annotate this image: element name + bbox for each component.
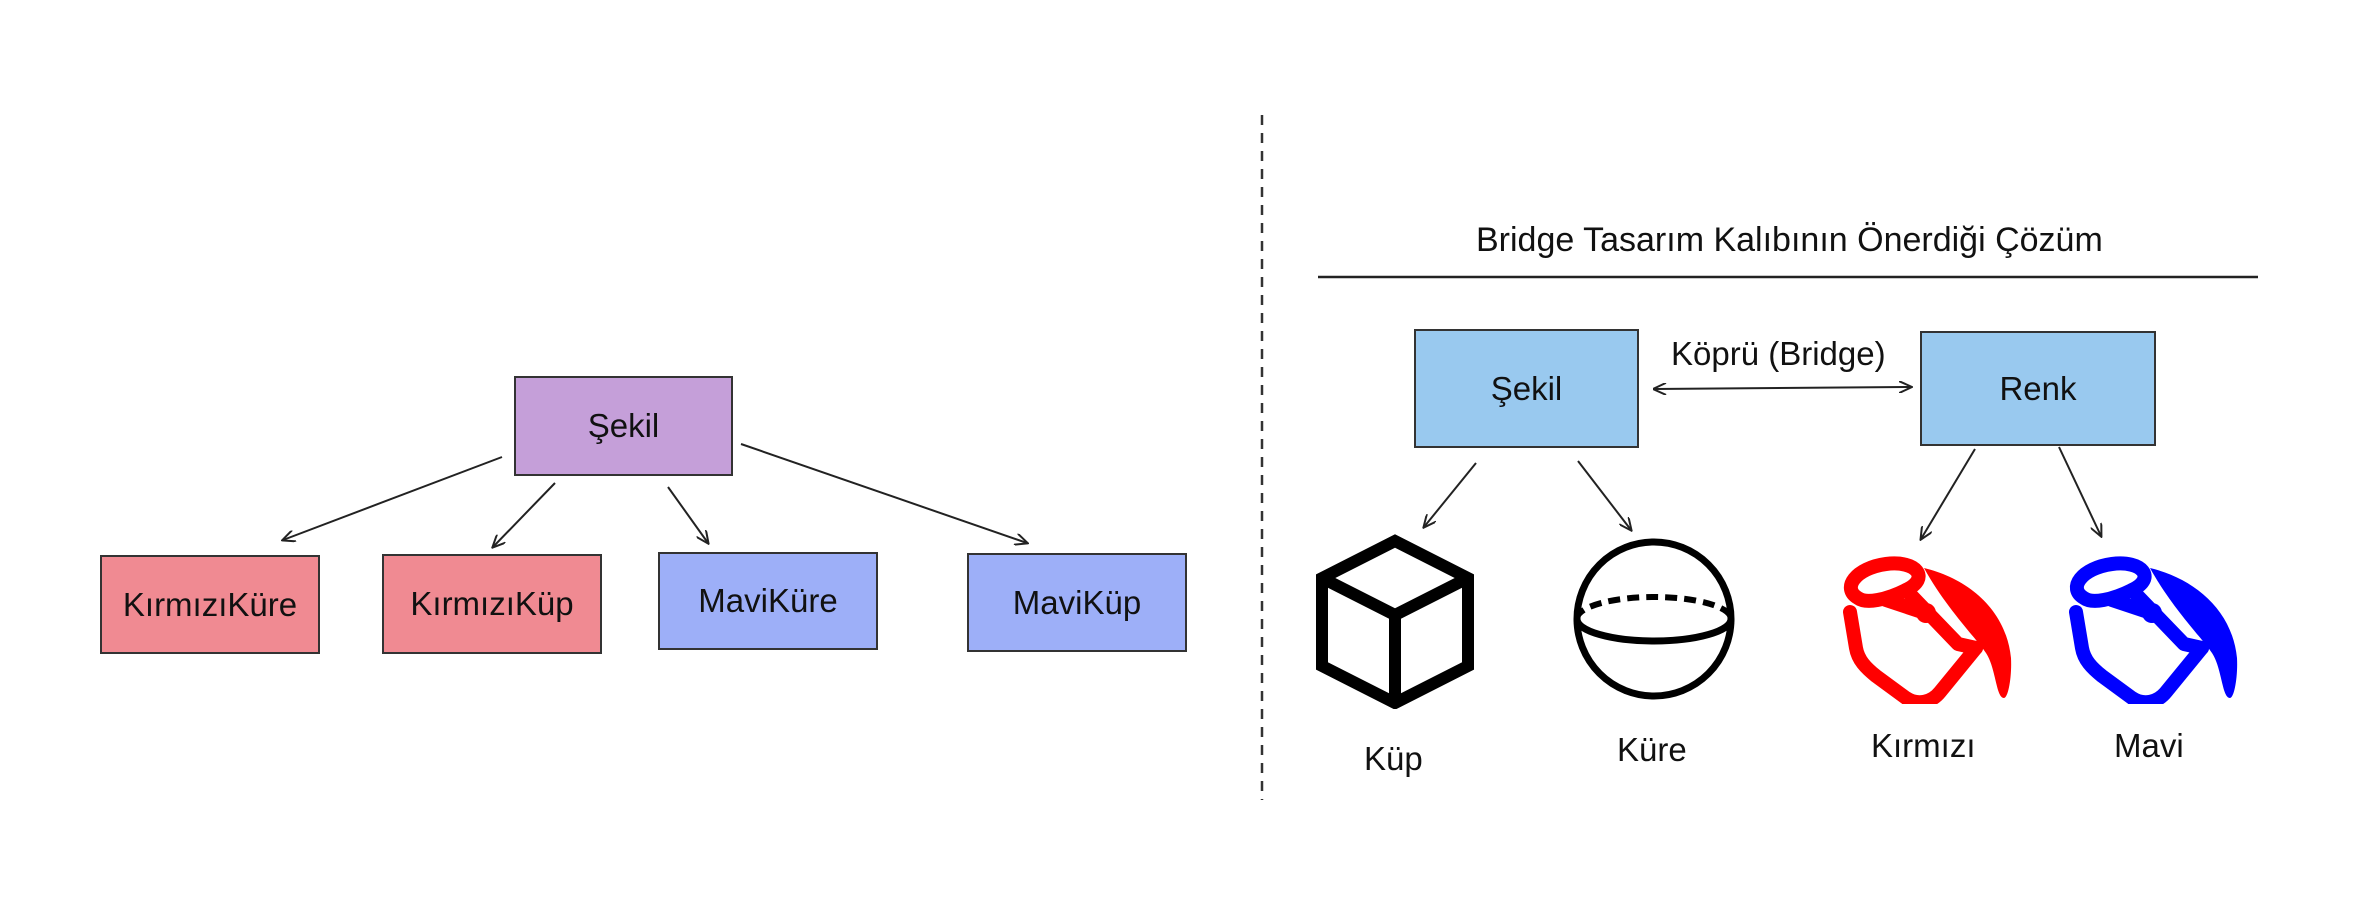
cube-icon — [1316, 534, 1474, 709]
diagram-title: Bridge Tasarım Kalıbının Önerdiği Çözüm — [1476, 221, 2103, 259]
renk-implementor-label: Renk — [1999, 369, 2077, 407]
sekil-abstraction-box: Şekil — [1414, 329, 1639, 448]
kirmizikure-box: KırmızıKüre — [100, 555, 320, 654]
mavikure-label: MaviKüre — [698, 582, 838, 619]
bridge-label: Köprü (Bridge) — [1671, 335, 1886, 372]
mavikup-label: MaviKüp — [1012, 583, 1142, 621]
sekil-root-box: Şekil — [514, 376, 733, 476]
arrow-to-kirmizikure — [283, 456, 503, 540]
paint-bucket-icon-blue — [2069, 556, 2238, 704]
arrow-to-mavikup — [740, 443, 1027, 543]
kup-label: Küp — [1364, 740, 1423, 777]
mavikup-box: MaviKüp — [967, 553, 1187, 652]
sekil-abstraction-label: Şekil — [1490, 369, 1563, 407]
arrow-to-mavi — [2058, 446, 2101, 536]
kirmizikup-box: KırmızıKüp — [382, 554, 602, 654]
arrow-to-kup — [1424, 462, 1477, 527]
kirmizi-label: Kırmızı — [1871, 727, 1976, 764]
sphere-icon — [1573, 538, 1735, 700]
arrow-to-kirmizikup — [493, 482, 556, 547]
bridge-arrow — [1654, 387, 1911, 389]
kirmizikup-label: KırmızıKüp — [410, 585, 574, 622]
renk-implementor-box: Renk — [1920, 331, 2156, 446]
sekil-root-label: Şekil — [587, 407, 660, 444]
arrow-to-kirmizi — [1921, 448, 1976, 539]
mavi-label: Mavi — [2114, 727, 2184, 764]
mavikure-box: MaviKüre — [658, 552, 878, 650]
kure-label: Küre — [1617, 731, 1687, 768]
arrow-to-mavikure — [667, 486, 708, 543]
kirmizikure-label: KırmızıKüre — [122, 585, 298, 623]
arrow-to-kure — [1577, 460, 1631, 530]
paint-bucket-icon-red — [1843, 556, 2012, 704]
